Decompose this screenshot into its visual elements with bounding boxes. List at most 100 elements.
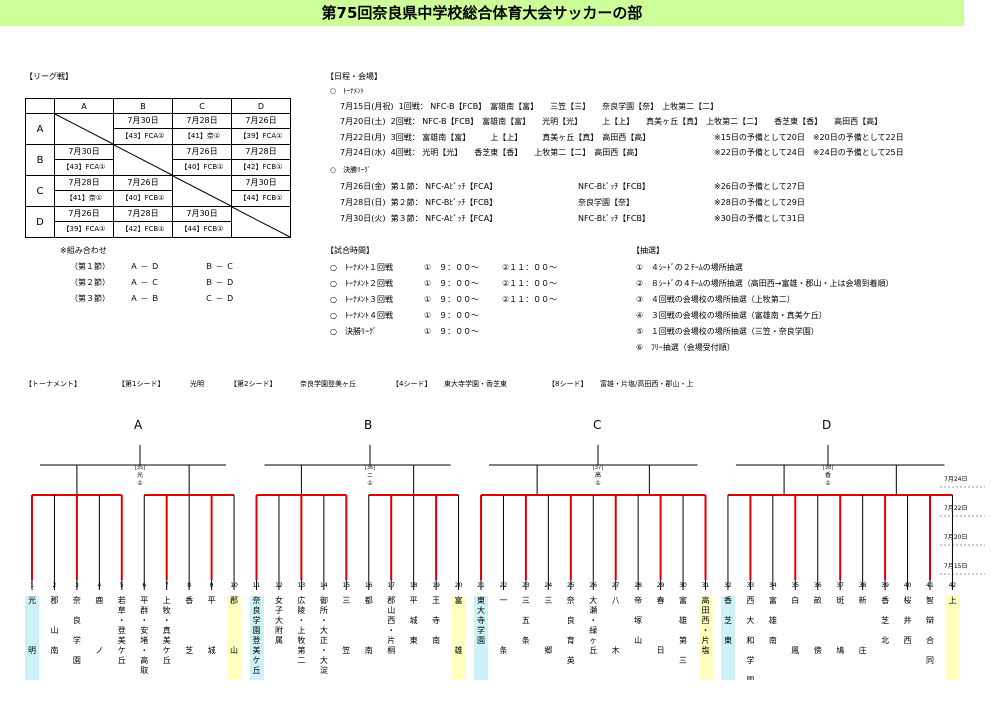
schedule-note: ※15日の予備として20日 ※20日の予備として22日 bbox=[714, 133, 904, 142]
combo-sec: （第１節） bbox=[70, 262, 110, 271]
league-schedule-row: 7月28日(日) 第２節： NFC-Bﾋﾟｯﾁ【FCB】 bbox=[340, 198, 498, 207]
league-schedule-venue: NFC-Bﾋﾟｯﾁ【FCB】 bbox=[578, 182, 650, 191]
combo-heading: ※組み合わせ bbox=[60, 246, 107, 255]
league-row-d: D bbox=[25, 206, 55, 238]
team-number: 8 bbox=[187, 582, 192, 589]
team-name: 白 鳳 bbox=[791, 596, 800, 655]
team-number: 31 bbox=[701, 582, 710, 589]
page-title: 第75回奈良県中学校総合体育大会サッカーの部 bbox=[0, 0, 964, 26]
apex-venue: 香 bbox=[825, 471, 831, 479]
block-label-b: B bbox=[364, 418, 373, 432]
league-cell: 7月28日【42】FCB① bbox=[231, 144, 291, 176]
team-name: 高 田 西 ・ 片 塩 bbox=[698, 596, 713, 680]
team-name: 王 寺 南 bbox=[432, 596, 441, 645]
team-number: 14 bbox=[320, 582, 328, 589]
team-name: 香 芝 東 bbox=[720, 596, 735, 680]
league-diag-cell bbox=[231, 206, 291, 238]
time-label: ○ ﾄｰﾅﾒﾝﾄ２回戦 bbox=[330, 279, 393, 288]
team-name: 平 城 bbox=[207, 596, 216, 655]
league-cell: 7月30日【43】FCA① bbox=[113, 113, 173, 145]
league-schedule-note: ※30日の予備として31日 bbox=[714, 214, 805, 223]
team-name: 若 草 ・ 登 美 ケ 丘 bbox=[117, 596, 126, 665]
draw-item: ① ４ｼｰﾄﾞの２ﾁｰﾑの場所抽選 bbox=[636, 263, 743, 272]
team-name: 香 芝 北 bbox=[881, 596, 890, 645]
team-number: 7 bbox=[164, 582, 169, 589]
team-name: 斑 鳩 bbox=[836, 596, 845, 655]
schedule-heading: 【日程・会場】 bbox=[326, 72, 382, 81]
round-date-label: 7月24日 bbox=[944, 476, 968, 483]
time-a: ① ９：００～ bbox=[424, 263, 480, 272]
team-number: 28 bbox=[634, 582, 642, 589]
team-name: 富 雄 南 bbox=[768, 596, 777, 645]
league-schedule-row: 7月26日(金) 第１節： NFC-Aﾋﾟｯﾁ【FCA】 bbox=[340, 182, 498, 191]
team-name: 智 辯 合 同 bbox=[926, 596, 934, 665]
team-name: 帝 塚 山 bbox=[634, 596, 643, 645]
league-row-c: C bbox=[25, 175, 55, 207]
schedule-row: 7月15日(月祝) 1回戦： NFC-B【FCB】 富雄南【富】 三笠【三】 奈… bbox=[340, 102, 719, 111]
team-number: 36 bbox=[813, 582, 822, 589]
team-name: 奈 良 育 英 bbox=[566, 596, 575, 665]
combo-match: Ａ － Ｃ bbox=[130, 278, 160, 287]
schedule-note: ※22日の予備として24日 ※24日の予備として25日 bbox=[714, 148, 904, 157]
team-name: 三 五 条 bbox=[521, 596, 530, 645]
league-schedule-note: ※28日の予備として29日 bbox=[714, 198, 805, 207]
seed2-teams: 奈良学園登美ヶ丘 bbox=[300, 380, 356, 388]
team-name: 光 明 bbox=[25, 596, 39, 680]
team-name: 香 芝 bbox=[185, 596, 194, 655]
time-label: ○ ﾄｰﾅﾒﾝﾄ３回戦 bbox=[330, 295, 393, 304]
team-name: 女 子 大 附 属 bbox=[274, 596, 283, 645]
time-a: ① ９：００～ bbox=[424, 311, 480, 320]
league-cell: 7月30日【44】FCB① bbox=[172, 206, 232, 238]
team-name: 一 条 bbox=[499, 596, 508, 655]
apex-venue: 光 bbox=[137, 471, 143, 479]
round-date-label: 7月20日 bbox=[944, 534, 968, 541]
league-cell: 7月28日【41】奈① bbox=[172, 113, 232, 145]
team-name: 富 雄 第 三 bbox=[679, 596, 688, 665]
schedule-row: 7月24日(水) 4回戦： 光明【光】 香芝東【香】 上牧第二【二】 高田西【高… bbox=[340, 148, 643, 157]
team-name: 三 笠 bbox=[342, 596, 351, 655]
team-number: 15 bbox=[342, 582, 351, 589]
team-name: 八 木 bbox=[611, 596, 620, 655]
block-label-d: D bbox=[822, 418, 832, 432]
schedule-row: 7月22日(月) 3回戦： 富雄南【富】 上【上】 真美ヶ丘【真】 高田西【高】 bbox=[340, 133, 651, 142]
time-a: ① ９：００～ bbox=[424, 279, 480, 288]
team-number: 35 bbox=[791, 582, 800, 589]
team-name: 広 陵 ・ 上 牧 第 二 bbox=[297, 596, 306, 665]
block-label-a: A bbox=[134, 418, 143, 432]
league-cell: 7月28日【41】奈① bbox=[54, 175, 114, 207]
draw-item: ④ ３回戦の会場校の場所抽選（富雄南・真美ケ丘） bbox=[636, 311, 827, 320]
team-number: 24 bbox=[544, 582, 553, 589]
team-number: 4 bbox=[97, 582, 102, 589]
league-cell: 7月26日【39】FCA① bbox=[231, 113, 291, 145]
round-date-label: 7月22日 bbox=[944, 505, 968, 512]
apex-slot: ① bbox=[595, 480, 600, 487]
combo-match: Ａ － Ｂ bbox=[130, 294, 160, 303]
draw-heading: 【抽選】 bbox=[632, 246, 664, 255]
league-diag-cell bbox=[54, 113, 114, 145]
seed4-label: 【4シード】 bbox=[392, 380, 432, 388]
final-league-label: ○ 決勝ﾘｰｸﾞ bbox=[330, 166, 372, 174]
team-number: 42 bbox=[948, 582, 957, 589]
team-name: 平 群 ・ 安 堵 ・ 高 取 bbox=[140, 596, 149, 675]
team-number: 19 bbox=[432, 582, 440, 589]
time-label: ○ ﾄｰﾅﾒﾝﾄ４回戦 bbox=[330, 311, 393, 320]
combo-match: Ａ － Ｄ bbox=[130, 262, 160, 271]
combo-match: Ｂ － Ｃ bbox=[205, 262, 235, 271]
team-name: 郡 山 西 ・ 片 桐 bbox=[387, 596, 396, 655]
team-name: 桜 井 西 bbox=[903, 596, 912, 645]
team-number: 6 bbox=[142, 582, 147, 589]
combo-match: Ｃ － Ｄ bbox=[205, 294, 235, 303]
team-name: 富 雄 bbox=[451, 596, 466, 680]
team-number: 27 bbox=[611, 582, 620, 589]
time-b: ②１１：００～ bbox=[502, 263, 558, 272]
team-number: 41 bbox=[926, 582, 934, 589]
draw-item: ⑥ ﾌﾘｰ抽選（会場受付順） bbox=[636, 343, 735, 352]
team-number: 37 bbox=[836, 582, 844, 589]
tournament-label: ○ ﾄｰﾅﾒﾝﾄ bbox=[330, 87, 365, 95]
team-name: 鹿 ノ 台 bbox=[95, 596, 104, 655]
seed1-teams: 光明 bbox=[190, 380, 204, 388]
team-name: 新 庄 bbox=[858, 596, 867, 655]
team-number: 5 bbox=[119, 582, 124, 589]
schedule-row: 7月20日(土) 2回戦： NFC-B【FCB】 富雄南【富】 光明【光】 上【… bbox=[340, 117, 883, 126]
team-number: 18 bbox=[409, 582, 418, 589]
